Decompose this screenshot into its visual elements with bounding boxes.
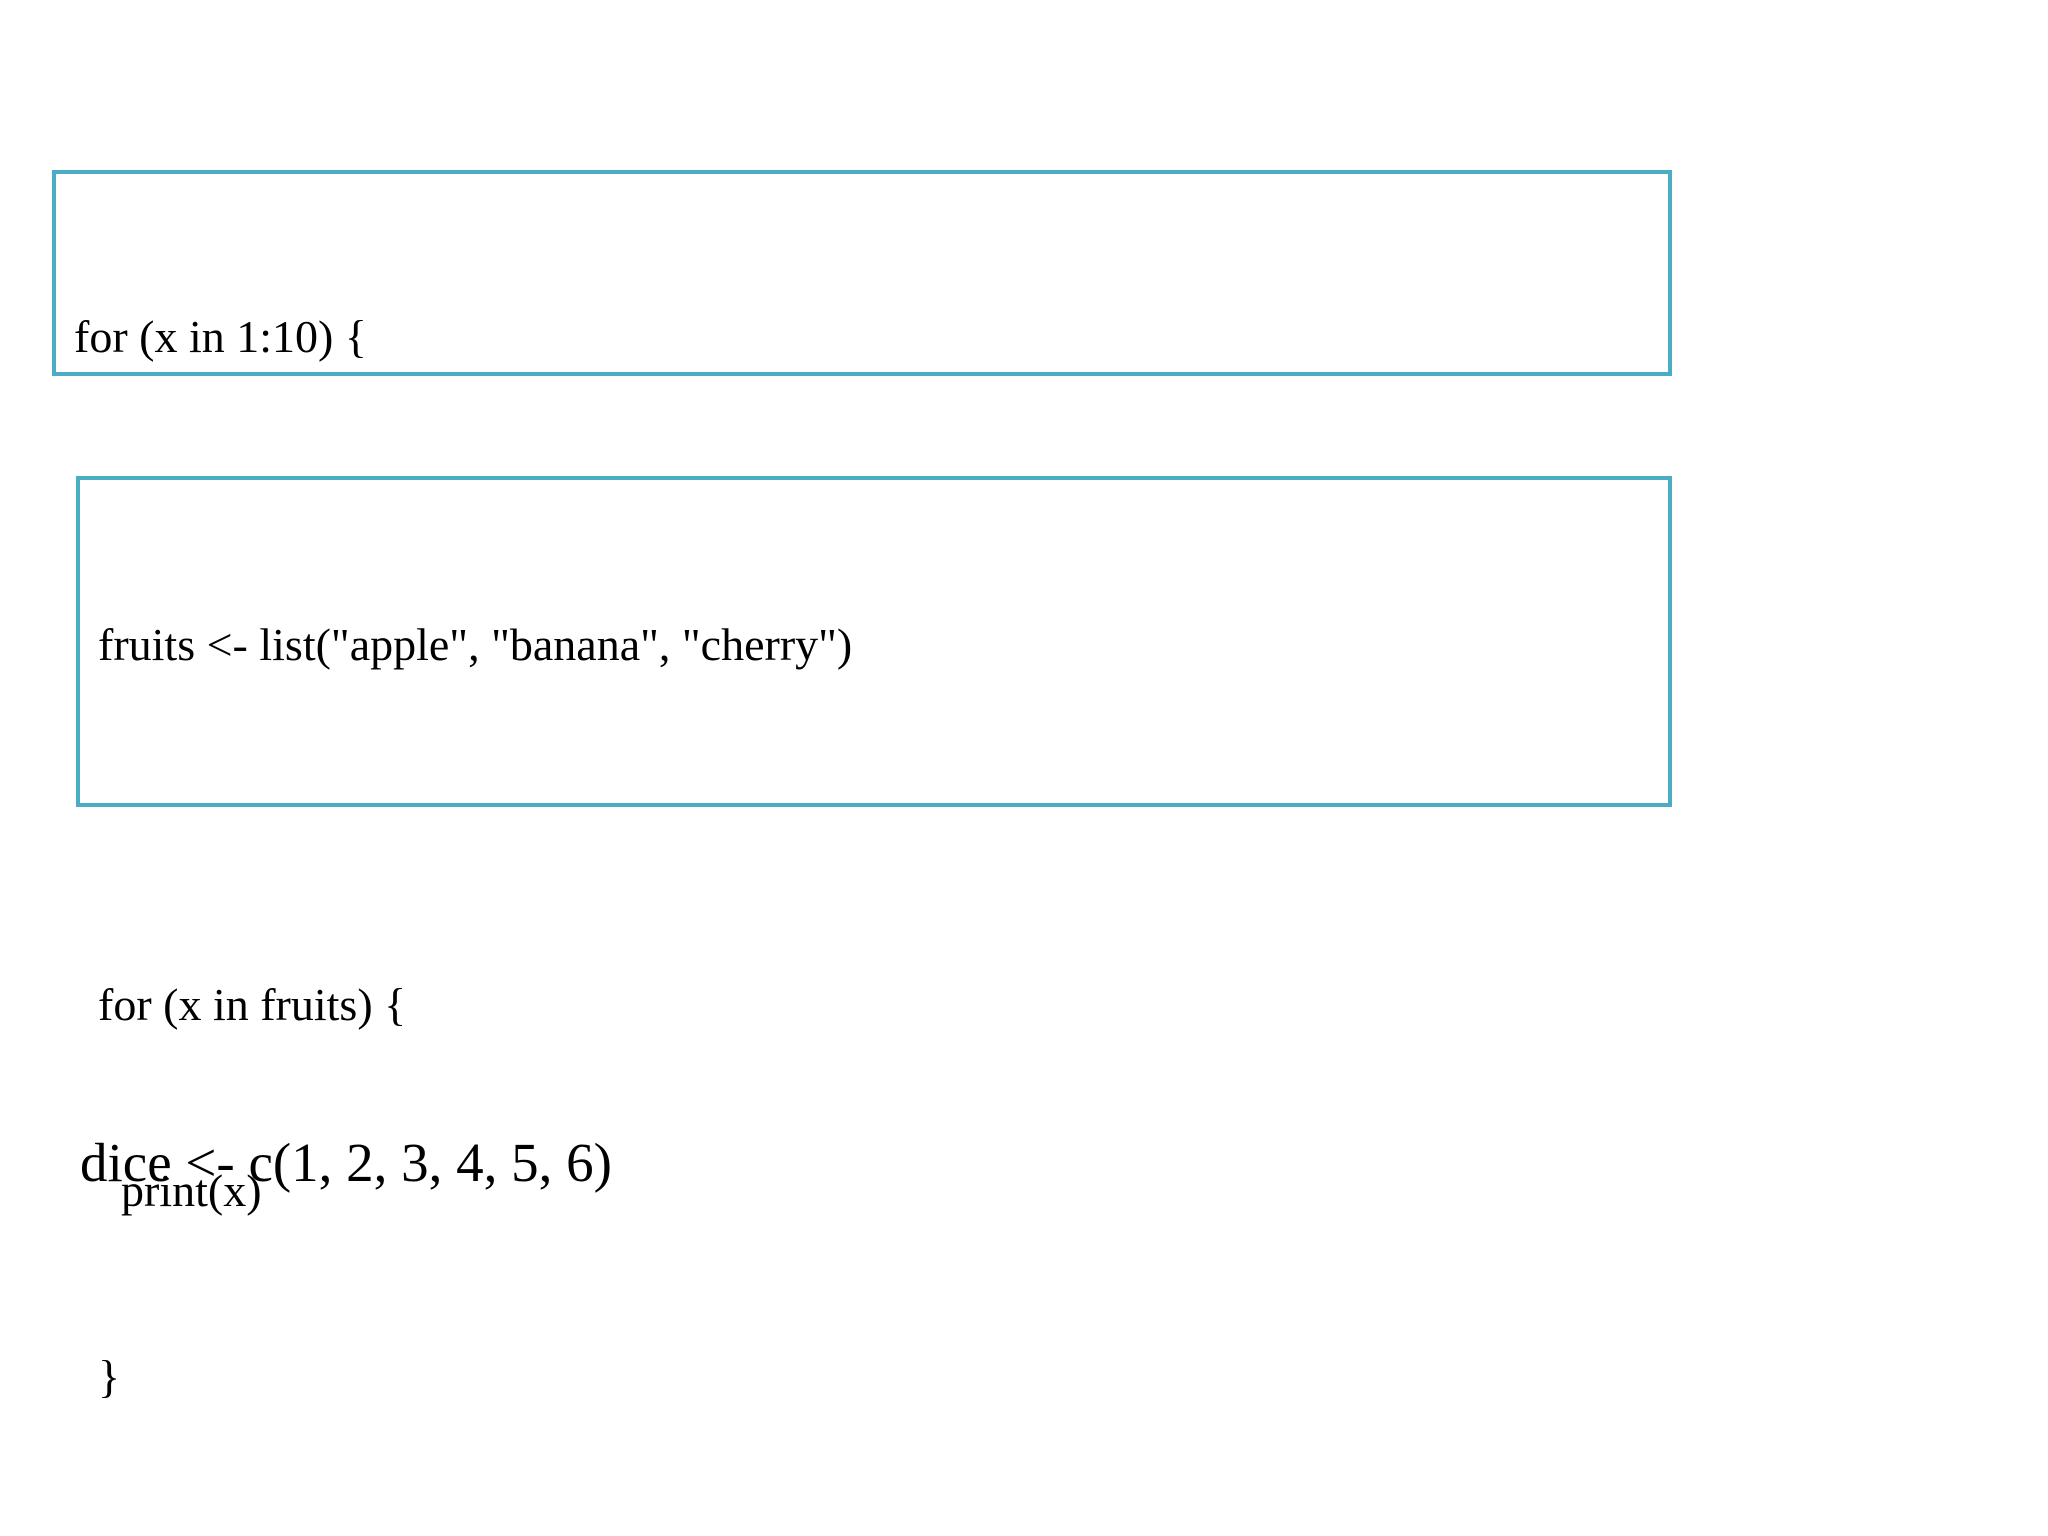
code-line-blank	[98, 800, 852, 850]
code-line: for (x in 1:10) {	[74, 311, 367, 362]
code-line: }	[98, 1351, 121, 1402]
code-line: dice <- c(1, 2, 3, 4, 5, 6)	[80, 1132, 612, 1193]
code-box-for-range: for (x in 1:10) { print(x) }	[52, 170, 1672, 734]
code-line-blank	[80, 1348, 612, 1414]
code-block-for-dice: dice <- c(1, 2, 3, 4, 5, 6) for (x in di…	[80, 978, 612, 1536]
code-box-for-fruits-text: fruits <- list("apple", "banana", "cherr…	[98, 490, 852, 1532]
code-line: print(x)	[98, 1165, 262, 1216]
code-box-for-fruits: fruits <- list("apple", "banana", "cherr…	[76, 476, 1672, 1402]
code-line: fruits <- list("apple", "banana", "cherr…	[98, 619, 853, 670]
code-line: for (x in fruits) {	[98, 979, 407, 1030]
